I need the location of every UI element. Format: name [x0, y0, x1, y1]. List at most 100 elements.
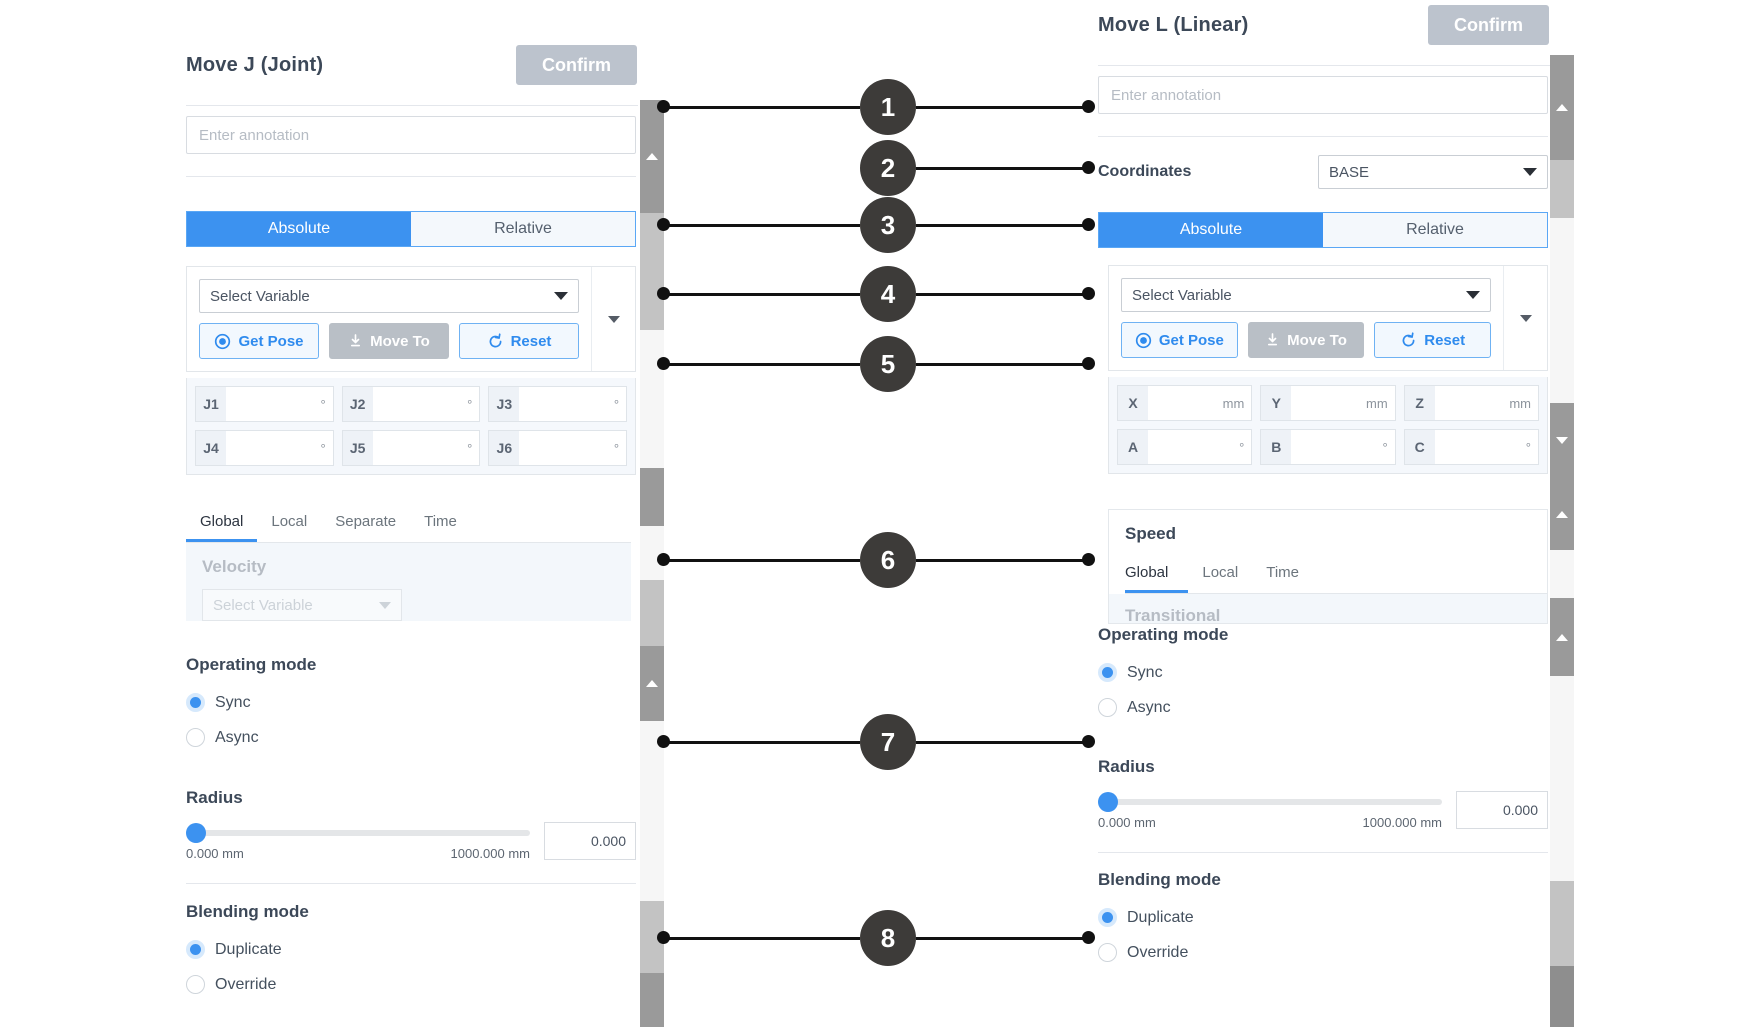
move-j-radius-slider[interactable]: 0.000 mm 1000.000 mm: [186, 822, 530, 861]
move-l-annotation-input[interactable]: [1098, 76, 1548, 114]
move-l-get-pose-button[interactable]: Get Pose: [1121, 322, 1238, 358]
move-j-get-pose-button[interactable]: Get Pose: [199, 323, 319, 359]
move-j-radio-async[interactable]: Async: [186, 728, 636, 747]
move-j-annotation-input[interactable]: [186, 116, 636, 154]
joint-field-j2[interactable]: J2°: [341, 386, 481, 422]
move-l-coordinates-row: Coordinates BASE: [1098, 155, 1548, 189]
scrollbar-thumb[interactable]: [640, 973, 664, 1027]
download-icon: [351, 334, 361, 347]
callout-dot-left: [657, 931, 670, 944]
move-j-radio-sync[interactable]: Sync: [186, 693, 636, 712]
move-l-radio-sync[interactable]: Sync: [1098, 663, 1548, 682]
move-j-reset-button[interactable]: Reset: [459, 323, 579, 359]
scrollbar-track[interactable]: [1550, 550, 1574, 598]
joint-row: J4° J5° J6°: [195, 430, 628, 466]
move-l-speed-title: Speed: [1125, 524, 1177, 543]
move-j-velocity-select[interactable]: Select Variable: [202, 589, 402, 621]
scrollbar-track[interactable]: [1550, 218, 1574, 403]
move-j-blending-mode: Blending mode Duplicate Override: [186, 902, 636, 994]
move-j-blend-duplicate[interactable]: Duplicate: [186, 940, 636, 959]
download-icon: [1268, 333, 1278, 346]
pose-field-c[interactable]: C°: [1403, 429, 1539, 465]
move-l-reset-label: Reset: [1424, 331, 1466, 349]
move-j-operating-mode: Operating mode Sync Async: [186, 655, 636, 747]
move-l-speed-tab-local[interactable]: Local: [1202, 564, 1239, 581]
move-j-variable-select[interactable]: Select Variable: [199, 279, 579, 313]
divider: [1098, 65, 1550, 66]
move-l-coordinates-value: BASE: [1329, 163, 1370, 181]
scrollbar-thumb[interactable]: [1550, 966, 1574, 1027]
scrollbar-track[interactable]: [640, 330, 664, 468]
move-l-speed-card: Speed Global Local Time Transitional: [1108, 509, 1548, 624]
move-l-confirm-button[interactable]: Confirm: [1428, 5, 1549, 45]
slider-knob[interactable]: [186, 823, 206, 843]
scrollbar-track[interactable]: [1550, 676, 1574, 881]
joint-field-j3[interactable]: J3°: [488, 386, 628, 422]
slider-knob[interactable]: [1098, 792, 1118, 812]
move-l-operating-mode-title: Operating mode: [1098, 625, 1229, 644]
scrollbar-thumb[interactable]: [1550, 403, 1574, 478]
move-l-blend-duplicate[interactable]: Duplicate: [1098, 908, 1548, 927]
move-l-move-to-button[interactable]: Move To: [1247, 322, 1365, 358]
scrollbar-track[interactable]: [640, 580, 664, 646]
move-l-speed-tab-time[interactable]: Time: [1266, 564, 1299, 581]
move-l-radius-value-input[interactable]: 0.000: [1456, 791, 1548, 829]
move-j-variable-expand[interactable]: [591, 267, 635, 371]
slider-track[interactable]: [186, 823, 530, 843]
move-j-speed-tab-separate[interactable]: Separate: [335, 513, 397, 530]
move-j-speed-tab-local[interactable]: Local: [271, 513, 308, 530]
scrollbar-thumb[interactable]: [1550, 478, 1574, 550]
joint-field-j1[interactable]: J1°: [195, 386, 334, 422]
move-l-reset-button[interactable]: Reset: [1374, 322, 1492, 358]
callout-line-right: [916, 559, 1088, 562]
callout-dot-right: [1082, 218, 1095, 231]
pose-key: B: [1261, 430, 1292, 464]
scrollbar-thumb[interactable]: [640, 646, 664, 721]
move-l-tab-absolute[interactable]: Absolute: [1099, 213, 1323, 247]
callout-dot-left: [657, 100, 670, 113]
divider: [1098, 852, 1548, 853]
move-l-speed-tab-global[interactable]: Global: [1125, 554, 1189, 593]
move-l-variable-expand[interactable]: [1503, 266, 1547, 370]
scrollbar-track[interactable]: [1550, 881, 1574, 966]
joint-field-j6[interactable]: J6°: [488, 430, 628, 466]
move-j-speed-tab-global[interactable]: Global: [186, 503, 258, 542]
joint-field-j5[interactable]: J5°: [341, 430, 481, 466]
move-l-mode-segmented: Absolute Relative: [1098, 212, 1548, 248]
scrollbar-thumb[interactable]: [1550, 598, 1574, 676]
move-l-blend-override[interactable]: Override: [1098, 943, 1548, 962]
scrollbar-thumb[interactable]: [1550, 55, 1574, 160]
scrollbar-thumb[interactable]: [640, 100, 664, 213]
scrollbar-track[interactable]: [640, 213, 664, 330]
slider-track[interactable]: [1098, 792, 1442, 812]
move-j-blend-override-label: Override: [215, 975, 277, 993]
move-l-coordinates-select[interactable]: BASE: [1318, 155, 1548, 189]
scrollbar-track[interactable]: [640, 721, 664, 901]
callout-dot-left: [657, 553, 670, 566]
move-j-tab-absolute[interactable]: Absolute: [187, 212, 411, 246]
joint-field-j4[interactable]: J4°: [195, 430, 334, 466]
scrollbar-thumb[interactable]: [640, 468, 664, 526]
move-j-scrollbar[interactable]: [640, 0, 664, 1027]
move-l-tab-relative[interactable]: Relative: [1323, 213, 1547, 247]
move-l-radio-async[interactable]: Async: [1098, 698, 1548, 717]
move-j-blend-override[interactable]: Override: [186, 975, 636, 994]
move-j-confirm-button[interactable]: Confirm: [516, 45, 637, 85]
move-j-speed-tab-time[interactable]: Time: [424, 513, 457, 530]
pose-field-b[interactable]: B°: [1260, 429, 1396, 465]
move-j-radius-value-input[interactable]: 0.000: [544, 822, 636, 860]
move-l-radius-slider[interactable]: 0.000 mm 1000.000 mm: [1098, 791, 1442, 830]
scrollbar-track[interactable]: [1550, 160, 1574, 218]
move-l-scrollbar[interactable]: [1550, 0, 1574, 1027]
pose-field-a[interactable]: A°: [1117, 429, 1253, 465]
move-l-variable-select[interactable]: Select Variable: [1121, 278, 1491, 312]
move-j-tab-relative[interactable]: Relative: [411, 212, 635, 246]
move-j-mode-segmented: Absolute Relative: [186, 211, 636, 247]
refresh-icon: [489, 332, 502, 347]
move-j-move-to-button[interactable]: Move To: [329, 323, 449, 359]
chevron-down-icon: [607, 315, 620, 323]
